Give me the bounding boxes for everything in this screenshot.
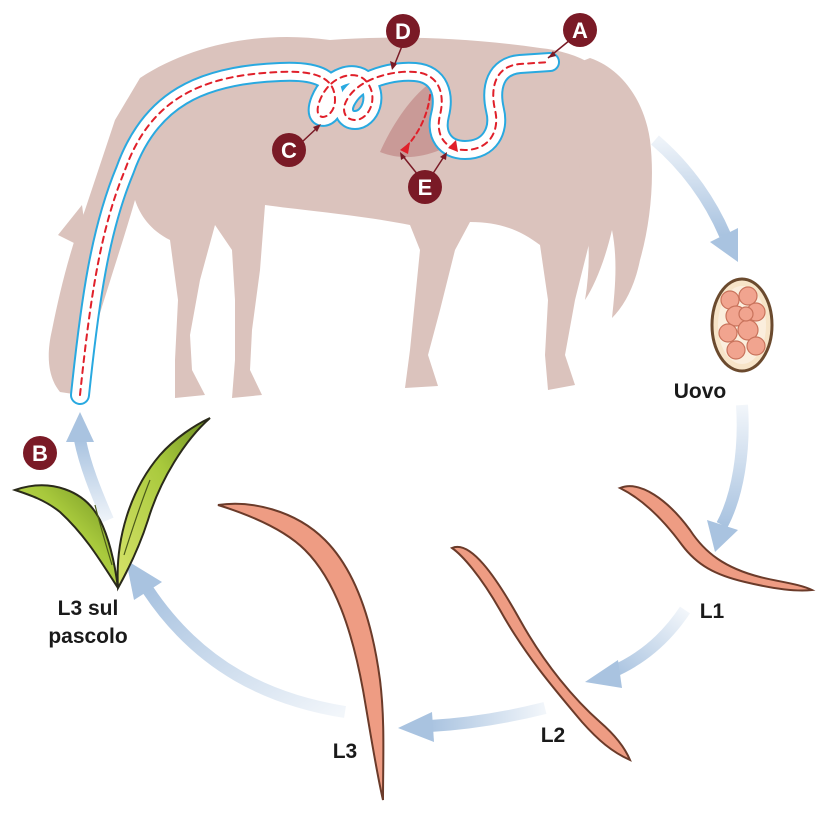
marker-b-label: B [32, 441, 48, 466]
arrow-l2-to-l3 [430, 708, 545, 726]
arrow-horse-to-egg [655, 140, 725, 235]
marker-b: B [23, 436, 57, 470]
arrow-l3-to-pasture [148, 590, 345, 712]
arrow-egg-to-l1 [722, 405, 743, 525]
marker-a: A [548, 13, 597, 58]
marker-a-label: A [572, 18, 588, 43]
label-l1: L1 [700, 600, 725, 623]
marker-d-label: D [395, 19, 411, 44]
label-egg: Uovo [674, 380, 727, 403]
marker-c-label: C [281, 138, 297, 163]
label-l2: L2 [541, 724, 566, 747]
label-l3-pasture-line2: pascolo [48, 625, 127, 648]
egg-icon [712, 279, 772, 371]
label-l3: L3 [333, 740, 358, 763]
label-l3-pasture-line1: L3 sul [58, 597, 119, 620]
larva-l3 [218, 504, 383, 800]
marker-e-label: E [418, 175, 433, 200]
arrow-l1-to-l2 [612, 610, 685, 672]
